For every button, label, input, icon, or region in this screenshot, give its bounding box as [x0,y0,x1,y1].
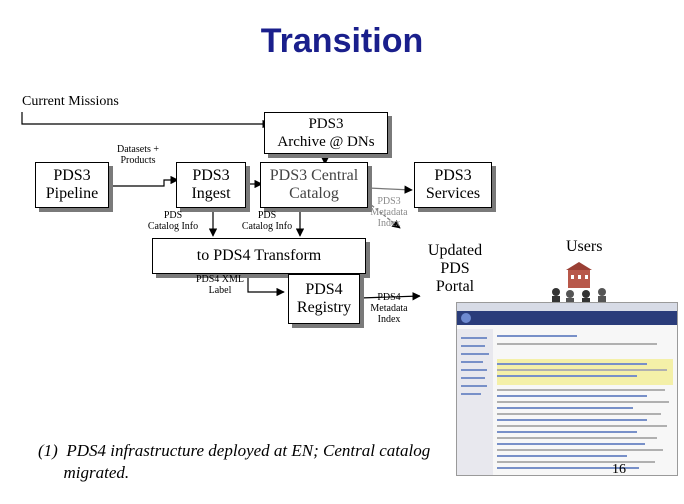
pds-catalog-info-label-2: PDS Catalog Info [241,210,293,232]
pds3-services-label: PDS3 Services [425,167,481,202]
portal-screenshot [456,302,678,476]
pds4-transform-box: to PDS4 Transform [152,238,366,274]
pds-catalog-info-label-1: PDS Catalog Info [147,210,199,232]
pds3-ingest-label: PDS3 Ingest [191,167,231,202]
pds3-metadata-index-label: PDS3 Metadata Index [370,196,408,229]
pds3-ingest-box: PDS3 Ingest [176,162,246,208]
pds3-pipeline-label: PDS3 Pipeline [45,167,99,202]
pds3-services-box: PDS3 Services [414,162,492,208]
updated-portal-label: Updated PDS Portal [420,242,490,296]
current-missions-label: Current Missions [22,94,119,109]
footnote: (1) PDS4 infrastructure deployed at EN; … [38,441,431,482]
pds4-registry-label: PDS4 Registry [296,281,352,316]
pds3-archive-label: PDS3 Archive @ DNs [277,116,375,150]
users-label: Users [566,238,603,255]
pds3-central-catalog-label: PDS3 Central Catalog [269,167,359,202]
slide-title: Transition [260,22,424,60]
pds3-pipeline-box: PDS3 Pipeline [35,162,109,208]
pds4-transform-label: to PDS4 Transform [196,247,322,264]
pds4-registry-box: PDS4 Registry [288,274,360,324]
datasets-products-label: Datasets + Products [116,144,160,166]
pds3-central-catalog-box: PDS3 Central Catalog [260,162,368,208]
portal-logo-icon [461,313,471,323]
pds3-archive-box: PDS3 Archive @ DNs [264,112,388,154]
page-number: 16 [612,462,626,477]
pds4-metadata-index-label: PDS4 Metadata Index [370,292,408,325]
pds4-xml-label-label: PDS4 XML Label [195,274,245,296]
